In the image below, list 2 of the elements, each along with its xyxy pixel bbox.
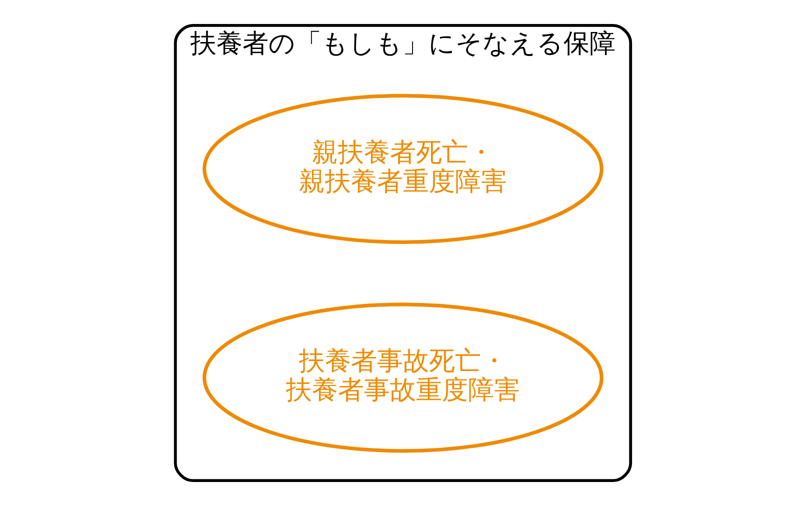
node-ellipse: 親扶養者死亡・親扶養者重度障害 xyxy=(202,94,604,244)
node-ellipse: 扶養者事故死亡・扶養者事故重度障害 xyxy=(202,302,604,453)
